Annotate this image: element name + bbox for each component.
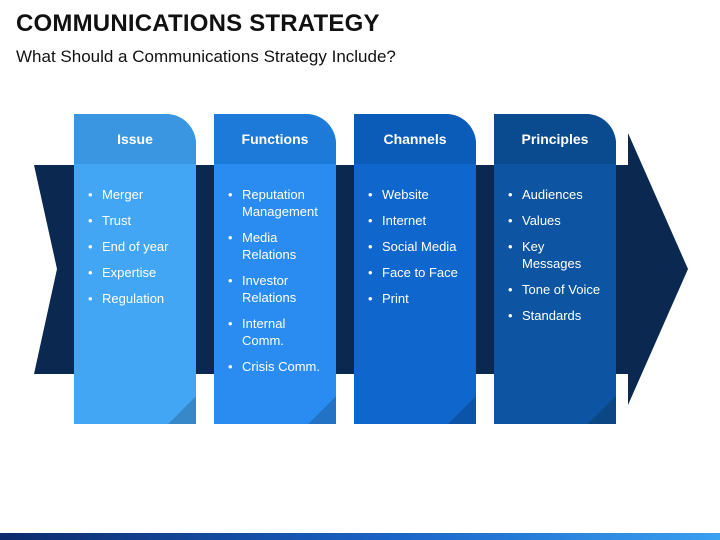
column-issue: Issue •Merger •Trust •End of year •Exper… [74,114,196,424]
column-list: •Reputation Management •Media Relations … [214,164,336,375]
list-item: •Values [508,213,561,228]
card-fold [308,396,336,424]
card-fold [588,396,616,424]
bullet-icon: • [88,265,93,280]
list-item: •Media Relations [228,230,297,262]
slide-title: COMMUNICATIONS STRATEGY [16,10,380,37]
column-list: •Website •Internet •Social Media •Face t… [354,164,476,307]
column-title: Issue [74,114,196,164]
bullet-icon: • [368,213,373,228]
list-item: •Internal Comm. [228,316,286,348]
list-item: •Investor Relations [228,273,297,305]
list-item: •Regulation [88,291,165,306]
list-item: •Standards [508,308,582,323]
bullet-icon: • [228,359,233,374]
column-functions: Functions •Reputation Management •Media … [214,114,336,424]
list-item: •Trust [88,213,132,228]
bullet-icon: • [508,239,513,254]
bullet-icon: • [228,316,233,331]
list-item: •End of year [88,239,169,254]
list-item: •Social Media [368,239,457,254]
list-item: •Key Messages [508,239,582,271]
bullet-icon: • [228,273,233,288]
list-item: •Expertise [88,265,157,280]
bullet-icon: • [368,291,373,306]
bullet-icon: • [88,187,93,202]
list-item: •Audiences [508,187,583,202]
bullet-icon: • [508,308,513,323]
column-title: Functions [214,114,336,164]
bullet-icon: • [368,239,373,254]
column-principles: Principles •Audiences •Values •Key Messa… [494,114,616,424]
card-fold [168,396,196,424]
column-title: Channels [354,114,476,164]
list-item: •Website [368,187,429,202]
list-item: •Crisis Comm. [228,359,320,374]
bullet-icon: • [508,282,513,297]
bullet-icon: • [508,187,513,202]
card-fold [448,396,476,424]
list-item: •Face to Face [368,265,458,280]
list-item: •Internet [368,213,427,228]
bullet-icon: • [228,187,233,202]
bullet-icon: • [368,187,373,202]
list-item: •Reputation Management [228,187,318,219]
column-list: •Audiences •Values •Key Messages •Tone o… [494,164,616,324]
slide-subtitle: What Should a Communications Strategy In… [16,47,396,66]
list-item: •Merger [88,187,144,202]
bullet-icon: • [368,265,373,280]
bullet-icon: • [88,291,93,306]
bullet-icon: • [508,213,513,228]
column-title: Principles [494,114,616,164]
bullet-icon: • [88,213,93,228]
list-item: •Print [368,291,409,306]
list-item: •Tone of Voice [508,282,601,297]
column-list: •Merger •Trust •End of year •Expertise •… [74,164,196,307]
column-channels: Channels •Website •Internet •Social Medi… [354,114,476,424]
bottom-accent-bar [0,533,720,540]
bullet-icon: • [88,239,93,254]
bullet-icon: • [228,230,233,245]
